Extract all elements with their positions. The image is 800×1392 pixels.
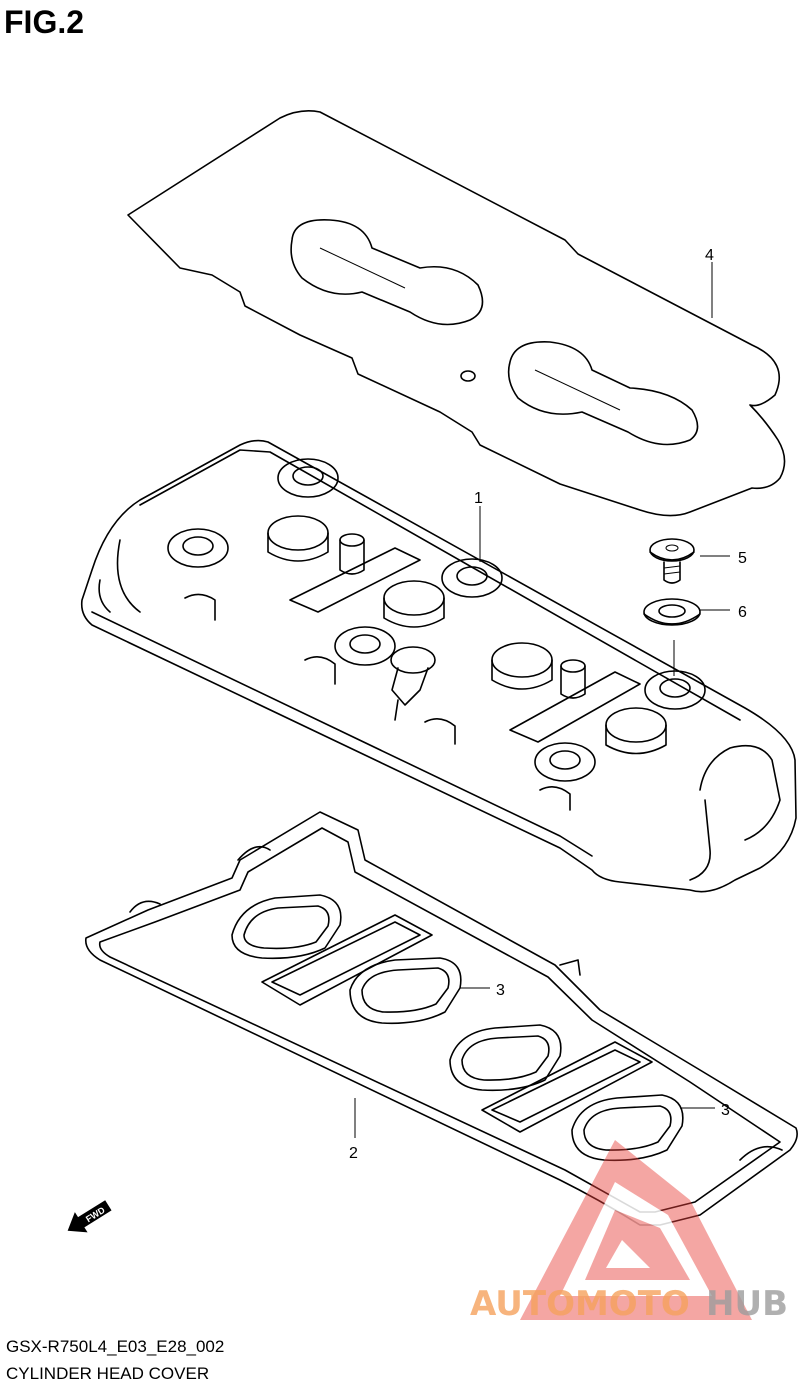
callout-4: 4: [705, 247, 714, 264]
callout-leaders: [460, 262, 730, 1109]
part-heat-shield-sheet: [127, 110, 786, 517]
callout-3a: 3: [496, 982, 505, 999]
part-bolt: [649, 538, 695, 584]
drawing-code: GSX-R750L4_E03_E28_002: [6, 1337, 225, 1356]
watermark-logo: [520, 1140, 752, 1320]
plug-boss: [167, 458, 706, 782]
fwd-direction-arrow: FWD: [67, 1200, 112, 1233]
callout-6: 6: [738, 604, 747, 621]
diagram-title: CYLINDER HEAD COVER: [6, 1364, 210, 1383]
watermark-text-gray: HUB: [706, 1284, 788, 1324]
part-cover-gasket: [84, 811, 798, 1226]
callout-5: 5: [738, 550, 747, 567]
part-plug-hole-gasket: [231, 894, 684, 1162]
figure-label: FIG.2: [4, 4, 85, 40]
callout-2: 2: [349, 1145, 358, 1162]
part-washer: [643, 598, 701, 676]
watermark-text-orange: AUTOMOTO: [470, 1284, 690, 1324]
callout-3b: 3: [721, 1102, 730, 1119]
callout-1: 1: [474, 490, 483, 507]
part-cylinder-head-cover: [80, 439, 797, 893]
